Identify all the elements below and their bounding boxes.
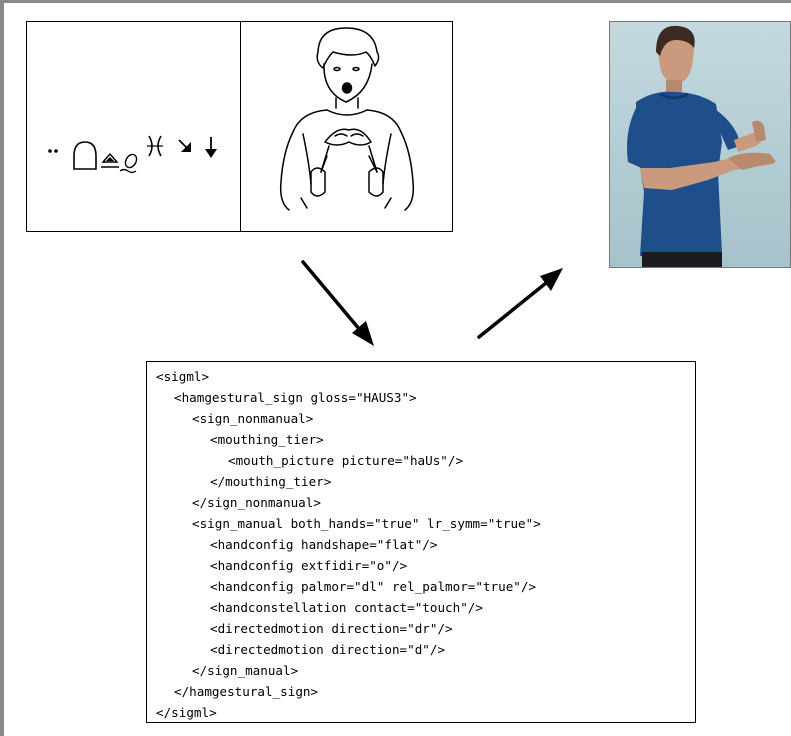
flat-hand-symbol-icon	[73, 141, 97, 170]
touch-contact-icon	[147, 135, 163, 157]
palm-orientation-icon	[119, 153, 138, 174]
sigml-code-line: <hamgestural_sign gloss="HAUS3">	[174, 390, 417, 405]
sigml-code-line: <sign_manual both_hands="true" lr_symm="…	[192, 516, 541, 531]
panel-divider	[240, 22, 241, 231]
avatar-panel	[609, 21, 791, 268]
sigml-code-line: <directedmotion direction="dr"/>	[210, 621, 453, 636]
sigml-code-line: <sigml>	[156, 369, 210, 384]
sigml-code-line: </sign_nonmanual>	[192, 495, 321, 510]
sigml-code-line: <directedmotion direction="d"/>	[210, 642, 446, 657]
sigml-code-line: </sign_manual>	[192, 663, 299, 678]
sigml-code-block: <sigml> <hamgestural_sign gloss="HAUS3"> <…	[146, 361, 696, 723]
hamnosys-panel	[26, 21, 453, 232]
sigml-code-line: <mouthing_tier>	[210, 432, 324, 447]
sigml-code-line: <mouth_picture picture="haUs"/>	[228, 453, 464, 468]
signer-illustration	[279, 27, 415, 211]
move-down-right-icon	[178, 139, 191, 152]
sigml-code-line: <handconfig palmor="dl" rel_palmor="true…	[210, 579, 537, 594]
hamnosys-notation	[48, 135, 217, 174]
mouth-symbol-icon	[48, 149, 58, 153]
sigml-code-line: </sigml>	[156, 705, 217, 720]
move-down-icon	[205, 137, 217, 158]
sigml-code-line: <handconfig handshape="flat"/>	[210, 537, 438, 552]
sigml-code-line: <handconfig extfidir="o"/>	[210, 558, 408, 573]
sigml-code-line: <sign_nonmanual>	[192, 411, 314, 426]
sigml-code-line: </hamgestural_sign>	[174, 684, 319, 699]
sigml-code-line: </mouthing_tier>	[210, 474, 332, 489]
extended-finger-direction-icon	[101, 152, 119, 168]
signing-avatar	[610, 22, 790, 267]
sigml-code-line: <handconstellation contact="touch"/>	[210, 600, 483, 615]
